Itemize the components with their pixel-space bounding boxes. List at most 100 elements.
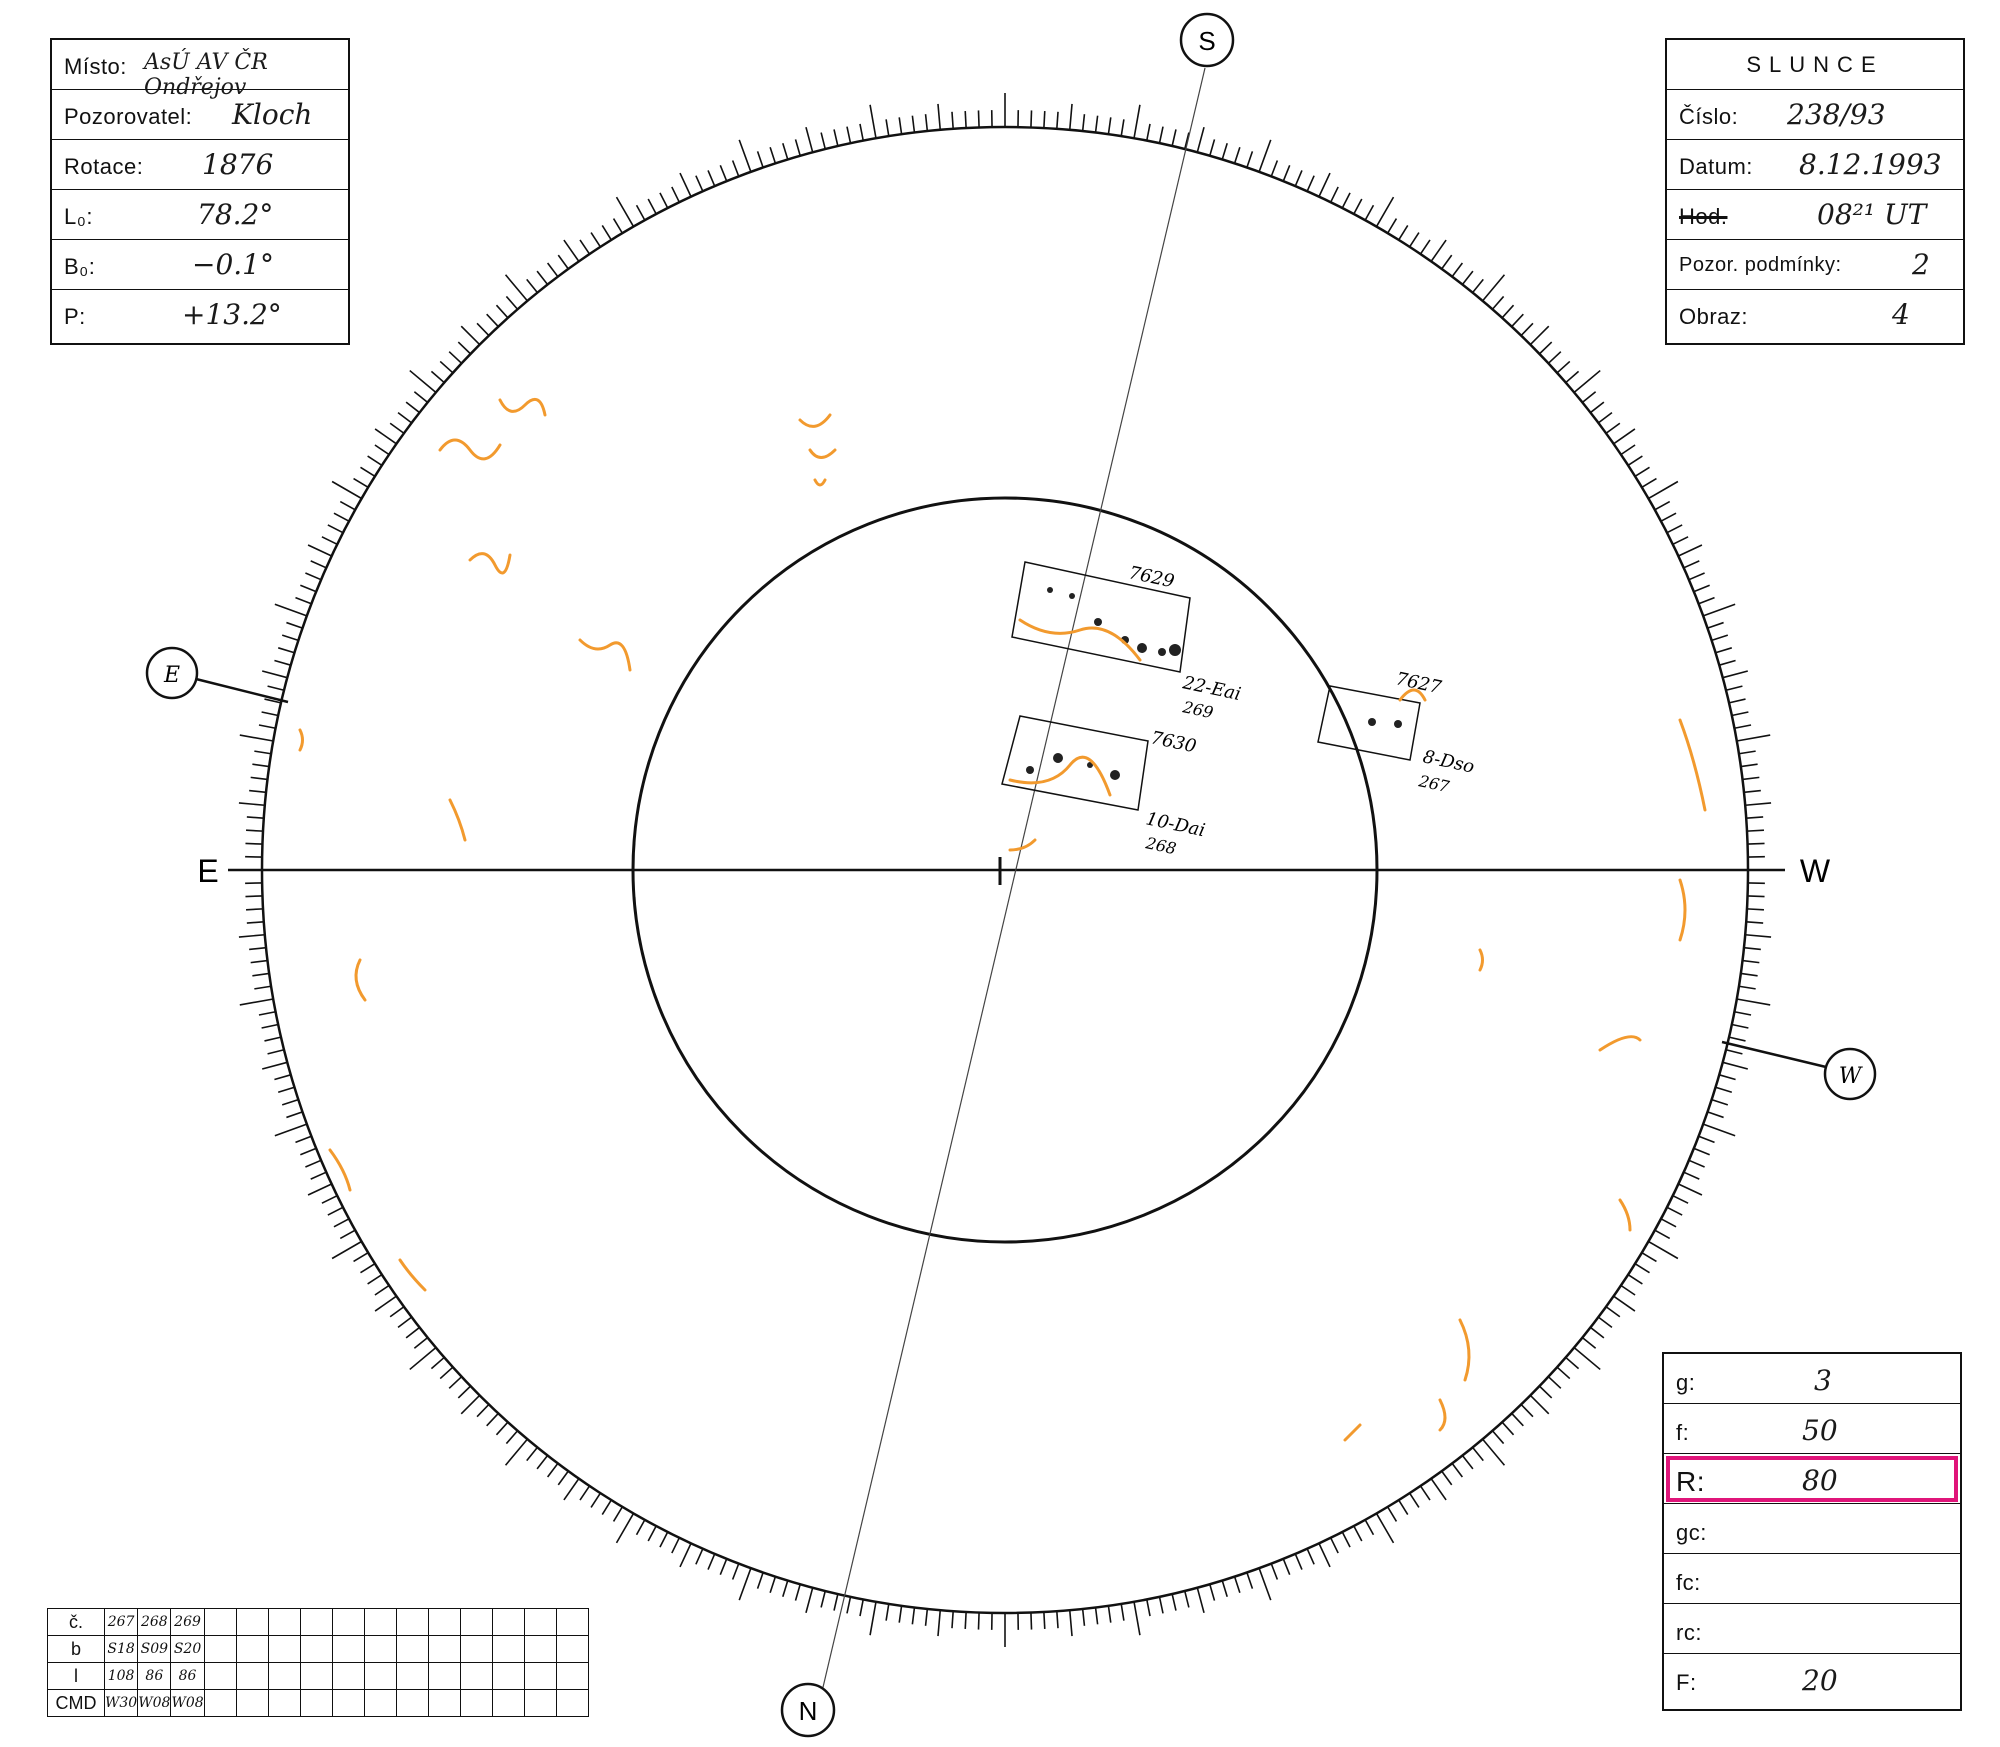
tick-mark [250,959,268,964]
tick-mark [805,1587,814,1614]
tick-mark [476,322,490,337]
tick-mark [1605,1306,1621,1318]
tick-mark [1145,123,1151,141]
tick-mark [859,123,865,141]
tick-mark [1740,972,1758,977]
table-cell: 267 [103,1608,139,1636]
table-cell [203,1662,237,1690]
table-cell [235,1635,269,1663]
tick-mark [1745,933,1772,938]
tick-mark [557,1470,569,1486]
tick-mark [1375,1513,1395,1544]
tick-mark [374,1284,390,1296]
tick-mark [964,110,967,129]
table-cell [523,1662,557,1690]
tick-mark [238,933,265,938]
tick-mark [331,1240,362,1260]
table-cell: S09 [137,1635,172,1663]
facula [1343,1423,1362,1442]
tick-mark [239,734,274,742]
tick-mark [457,341,472,355]
tick-mark [1094,115,1099,133]
tick-mark [536,1454,549,1470]
tick-mark [321,1194,338,1204]
tick-mark [536,270,549,286]
table-cell [427,1662,461,1690]
tick-mark [245,908,264,911]
tick-mark [246,921,264,924]
tick-mark [1698,1135,1715,1144]
tick-mark [1501,1421,1515,1436]
group-7627-id: 267 [1416,771,1452,796]
tick-mark [360,1263,376,1274]
table-cell [331,1608,365,1636]
tick-mark [1747,895,1765,898]
table-cell [523,1635,557,1663]
F-label: F: [1676,1670,1697,1695]
group-7630-box [1001,715,1149,811]
tick-mark [1246,1572,1254,1589]
tick-mark [430,1356,445,1370]
pozorovatel-row: Pozorovatel: Kloch [52,90,348,140]
tick-mark [486,1412,499,1427]
tick-mark [563,1478,580,1501]
tick-mark [505,295,519,310]
table-cell: S20 [170,1635,205,1663]
tick-mark [1715,1086,1733,1093]
tick-mark [1597,1316,1613,1329]
tick-mark [820,132,827,150]
facula [1438,1398,1447,1432]
table-cell [235,1689,269,1717]
tick-mark [1441,254,1453,270]
facula [468,552,512,575]
cislo-label: Číslo: [1679,104,1739,129]
rc-row: rc: [1664,1604,1960,1654]
tick-mark [1565,1356,1580,1370]
table-cell [363,1635,397,1663]
tick-mark [476,1403,490,1418]
datum-label: Datum: [1679,154,1753,179]
west-pointer-line [1721,1040,1827,1069]
podminky-row: Pozor. podmínky: 2 [1667,240,1963,290]
tick-mark [1666,1206,1683,1216]
tick-mark [695,175,704,192]
limb-tick-scale [228,93,1782,1647]
tick-mark [977,110,980,128]
tick-mark [1743,789,1761,794]
tick-mark [1565,370,1580,384]
tick-mark [389,1306,405,1318]
tick-mark [254,750,272,755]
table-cell: W30 [103,1689,139,1717]
tick-mark [1209,1583,1216,1601]
tick-mark [1430,239,1447,262]
tick-mark [1196,126,1205,153]
r-value: 80 [1802,1464,1838,1497]
g-value: 3 [1814,1364,1832,1397]
table-cell: 108 [103,1662,139,1690]
rotace-row: Rotace: 1876 [52,140,348,190]
p-value: +13.2° [182,298,282,331]
tick-mark [1209,139,1216,157]
datum-row: Datum: 8.12.1993 [1667,140,1963,190]
tick-mark [557,254,569,270]
table-cell: 268 [137,1608,172,1636]
tick-mark [1171,129,1177,147]
tick-mark [1233,146,1241,164]
tick-mark [258,1010,276,1016]
tick-mark [671,1537,681,1554]
tick-mark [1707,1111,1724,1119]
tick-mark [695,1548,704,1565]
table-cell: W08 [137,1689,172,1717]
group-7630-number: 7630 [1149,727,1198,757]
tick-mark [295,596,312,605]
tick-mark [439,1366,454,1380]
tick-mark [911,115,916,133]
sunspot [1026,766,1034,774]
tick-mark [590,232,602,248]
l0-label: L₀: [64,204,93,229]
cas-label: Hod. [1679,204,1728,229]
tick-mark [659,1531,669,1548]
tick-mark [1605,422,1621,434]
tick-mark [885,1603,890,1621]
